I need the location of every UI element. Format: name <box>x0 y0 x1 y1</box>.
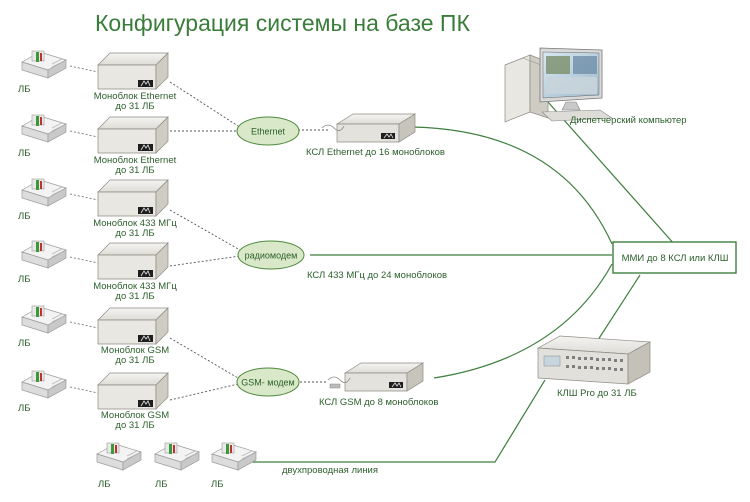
monoblock-label-line1: Моноблок 433 МГц <box>93 281 177 292</box>
connections <box>69 65 676 463</box>
monoblock-label-line2: до 31 ЛБ <box>115 291 154 302</box>
trunk-lines <box>252 101 676 463</box>
dispatcher-computer <box>504 47 613 123</box>
lb-device <box>21 305 67 334</box>
klsh-pro-device <box>536 335 652 385</box>
monoblock-device <box>97 179 169 217</box>
diagram-title: Конфигурация системы на базе ПК <box>95 10 470 36</box>
monoblock-device <box>97 242 169 280</box>
hub-radio-label: радиомодем <box>245 251 298 261</box>
lb-label: ЛБ <box>18 274 30 285</box>
monoblock-device <box>97 307 169 345</box>
ksl-ethernet-label: КСЛ Ethernet до 16 моноблоков <box>306 147 445 158</box>
monoblock-label-line1: Моноблок Ethernet <box>94 91 177 102</box>
monoblock-label-line2: до 31 ЛБ <box>115 355 154 366</box>
lb-label: ЛБ <box>18 211 30 222</box>
monoblock-label-line2: до 31 ЛБ <box>115 228 154 239</box>
lb-label: ЛБ <box>98 479 110 490</box>
lb-label: ЛБ <box>18 403 30 414</box>
monoblock-device <box>97 116 169 154</box>
monoblock-label-line1: Моноблок Ethernet <box>94 155 177 166</box>
two-wire-label: двухпроводная линия <box>282 465 378 476</box>
lb-device <box>211 442 257 471</box>
monoblock-label-line2: до 31 ЛБ <box>115 420 154 431</box>
lb-device <box>21 178 67 207</box>
ksl-gsm-device <box>327 362 424 392</box>
lb-device <box>21 370 67 399</box>
monoblock-label-line1: Моноблок GSM <box>101 410 169 421</box>
hub-ethernet-label: Ethernet <box>251 127 286 137</box>
mmi-box <box>612 241 737 274</box>
lb-device <box>96 442 142 471</box>
hub-gsm <box>236 367 300 397</box>
lb-label: ЛБ <box>211 479 223 490</box>
monoblock-label-line1: Моноблок GSM <box>101 345 169 356</box>
lb-device <box>21 114 67 143</box>
hubs: Ethernet радиомодем GSM- модем <box>236 116 305 397</box>
ksl-radio-label: КСЛ 433 МГц до 24 моноблоков <box>307 270 447 281</box>
lb-device <box>21 50 67 79</box>
lb-row-bottom <box>96 442 257 471</box>
lb-device <box>154 442 200 471</box>
lb-links <box>69 65 99 394</box>
monoblock-label-line2: до 31 ЛБ <box>115 101 154 112</box>
monoblock-device <box>97 372 169 410</box>
ksl-ethernet-device <box>321 113 416 143</box>
klsh-label: КЛШ Pro до 31 ЛБ <box>557 388 637 399</box>
lb-label: ЛБ <box>155 479 167 490</box>
mono-hub-links <box>169 81 330 401</box>
hub-radio <box>237 240 305 270</box>
monoblock-labels: Моноблок Ethernet до 31 ЛБ Моноблок Ethe… <box>93 91 177 431</box>
lb-labels: ЛБ ЛБ ЛБ ЛБ ЛБ ЛБ ЛБ ЛБ ЛБ <box>18 84 223 490</box>
monoblock-device <box>97 52 169 90</box>
hub-gsm-label: GSM- модем <box>241 378 294 388</box>
monoblock-label-line2: до 31 ЛБ <box>115 165 154 176</box>
lb-label: ЛБ <box>18 338 30 349</box>
hub-ethernet <box>236 116 300 146</box>
ksl-gsm-label: КСЛ GSM до 8 моноблоков <box>319 397 438 408</box>
lb-label: ЛБ <box>18 148 30 159</box>
dispatcher-label: Диспетчерский компьютер <box>570 115 687 126</box>
mmi-label: ММИ до 8 КСЛ или КЛШ <box>622 253 729 264</box>
monoblock-label-line1: Моноблок 433 МГц <box>93 218 177 229</box>
lb-device <box>21 240 67 269</box>
lb-label: ЛБ <box>18 84 30 95</box>
